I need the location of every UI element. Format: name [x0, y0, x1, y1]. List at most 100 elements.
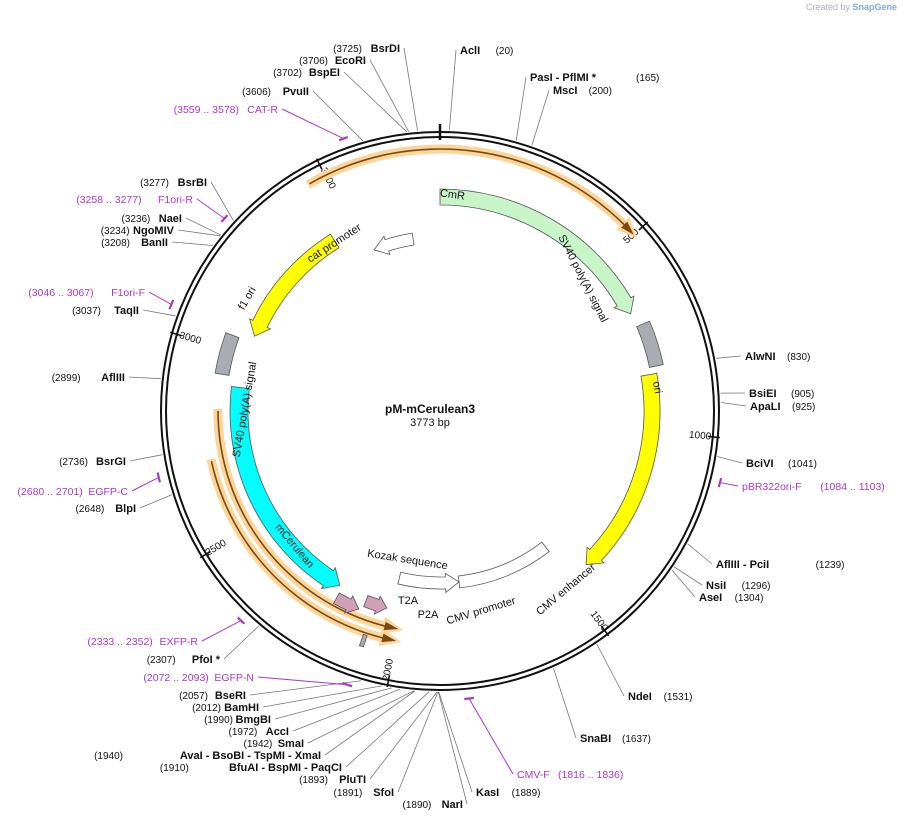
site-leader [178, 230, 220, 236]
site-name: BspEI [309, 67, 340, 79]
site-name: NarI [442, 799, 463, 811]
site-name: AccI [266, 726, 289, 738]
primer-mark [238, 617, 245, 623]
site-leader [438, 692, 467, 804]
site-leader [553, 668, 576, 738]
orfs [209, 147, 634, 644]
primer-name: EGFP-C [88, 486, 128, 498]
site-name: BsrDI [371, 43, 400, 55]
site-leader [532, 90, 549, 145]
site-name: NdeI [628, 691, 652, 703]
plasmid-length: 3773 bp [410, 417, 450, 429]
site-position: (3236) [121, 214, 150, 225]
site-position: (3208) [101, 238, 130, 249]
site-name: NaeI [159, 213, 182, 225]
site-position: (1940) [94, 751, 123, 762]
orf-halo [308, 147, 634, 235]
site-position: (200) [589, 86, 612, 97]
site-name: BamHI [224, 702, 259, 714]
site-leader [344, 72, 407, 132]
site-leader [672, 570, 695, 597]
primer-mark [221, 215, 227, 222]
site-name: KasI [476, 787, 499, 799]
site-position: (1296) [742, 581, 771, 592]
primer-leader [197, 199, 224, 218]
site-name: MscI [553, 85, 577, 97]
site-name: PvuII [283, 86, 309, 98]
tick-label: 1500 [588, 609, 610, 634]
primer-name: EGFP-N [214, 672, 254, 684]
primer-name: pBR322ori-F [742, 481, 802, 493]
site-position: (3706) [299, 56, 328, 67]
site-leader [688, 544, 712, 564]
primer-mark [170, 300, 174, 309]
site-leader [140, 495, 172, 508]
primer-range: (3559 .. 3578) [174, 104, 239, 116]
site-leader [721, 402, 746, 406]
primer-range: (1084 .. 1103) [820, 481, 885, 493]
site-name: AflIII [101, 372, 125, 384]
primer-leader [282, 109, 343, 139]
site-name: BsiEI [749, 388, 777, 400]
primer-leader [469, 699, 513, 774]
primer-leader [149, 292, 171, 304]
site-name: BseRI [215, 690, 246, 702]
site-position: (1304) [735, 593, 764, 604]
site-position: (165) [636, 73, 659, 84]
site-position: (2012) [192, 703, 221, 714]
tick-label: 1000 [688, 430, 712, 443]
site-position: (3037) [72, 306, 101, 317]
primer-name: F1ori-R [158, 194, 193, 206]
site-leader [674, 567, 702, 585]
tick-label: 2500 [204, 537, 229, 558]
site-leader [404, 48, 418, 131]
site-position: (1889) [512, 788, 541, 799]
credit-prefix: Created by [806, 2, 850, 12]
feature-label-t2a: T2A [398, 595, 419, 607]
site-name: EcoRI [335, 55, 366, 67]
feature-label-kozak: Kozak sequence [366, 548, 448, 573]
site-position: (3277) [140, 178, 169, 189]
primer-name: CMV-F [517, 769, 550, 781]
site-position: (2899) [52, 373, 81, 384]
site-name: PasI - PflMI * [530, 72, 597, 84]
site-name: SnaBI [580, 733, 611, 745]
site-position: (1531) [664, 692, 693, 703]
feature-label-ori: ori [650, 380, 664, 394]
site-leader [449, 50, 456, 130]
primer-range: (2333 .. 2352) [87, 636, 152, 648]
site-leader [308, 691, 414, 743]
site-leader [716, 356, 741, 358]
site-position: (1910) [160, 763, 189, 774]
site-name: BmgBI [236, 714, 271, 726]
site-name: AvaI - BsoBI - TspMI - XmaI [180, 750, 321, 762]
site-position: (1942) [243, 739, 272, 750]
site-position: (2736) [59, 457, 88, 468]
site-position: (2057) [179, 691, 208, 702]
feature-p2a [364, 595, 387, 614]
site-position: (1637) [622, 734, 651, 745]
feature-ori [586, 373, 660, 564]
feature-kozak-sequence [360, 634, 368, 647]
primer-range: (3046 .. 3067) [28, 287, 93, 299]
site-leader [263, 686, 382, 707]
snapgene-credit[interactable]: Created by SnapGene [806, 2, 897, 12]
feature-label-cmv-enhancer: CMV enhancer [534, 561, 598, 618]
feature-cat-promoter [374, 233, 414, 254]
site-name: BanII [141, 237, 168, 249]
site-position: (925) [792, 402, 815, 413]
site-leader [129, 377, 161, 379]
site-position: (905) [791, 389, 814, 400]
tick-label: 2000 [381, 657, 396, 681]
feature-cmv-enhancer [458, 542, 549, 588]
plasmid-name: pM-mCerulean3 [385, 402, 475, 416]
site-position: (1972) [228, 727, 257, 738]
site-position: (830) [787, 352, 810, 363]
site-leader [211, 182, 233, 221]
site-position: (3725) [333, 44, 362, 55]
site-position: (3234) [101, 226, 130, 237]
site-leader [172, 242, 213, 245]
site-position: (1239) [816, 560, 845, 571]
primer-name: EXFP-R [159, 636, 198, 648]
